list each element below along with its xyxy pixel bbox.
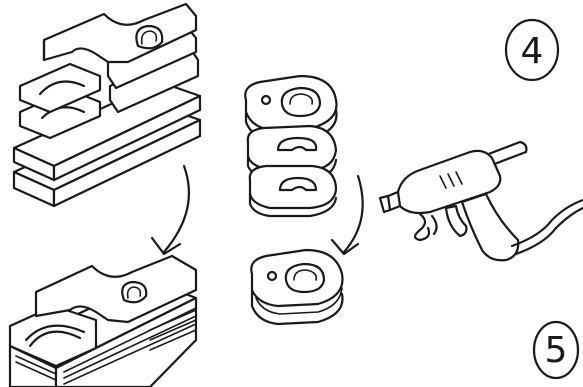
step-5-badge: 5 (532, 320, 580, 380)
cutout-piece-top (244, 74, 338, 142)
curved-arrow-left (150, 164, 191, 256)
cutout-piece-middle (246, 124, 338, 182)
hot-glue-gun-icon (378, 140, 583, 262)
step-4-number: 4 (521, 31, 544, 72)
layered-stack-before (12, 2, 202, 208)
glued-cutout-piece (250, 248, 344, 326)
step-5-number: 5 (545, 330, 568, 371)
cutout-piece-bottom (248, 164, 338, 218)
bottom-slab-2 (12, 80, 202, 182)
top-plate (42, 2, 198, 64)
curved-arrow-middle (330, 174, 364, 256)
layered-stack-after (8, 254, 198, 387)
step-4-badge: 4 (504, 18, 560, 82)
cutout-layer-1 (18, 46, 200, 140)
cutout-piece-stack (244, 74, 338, 218)
